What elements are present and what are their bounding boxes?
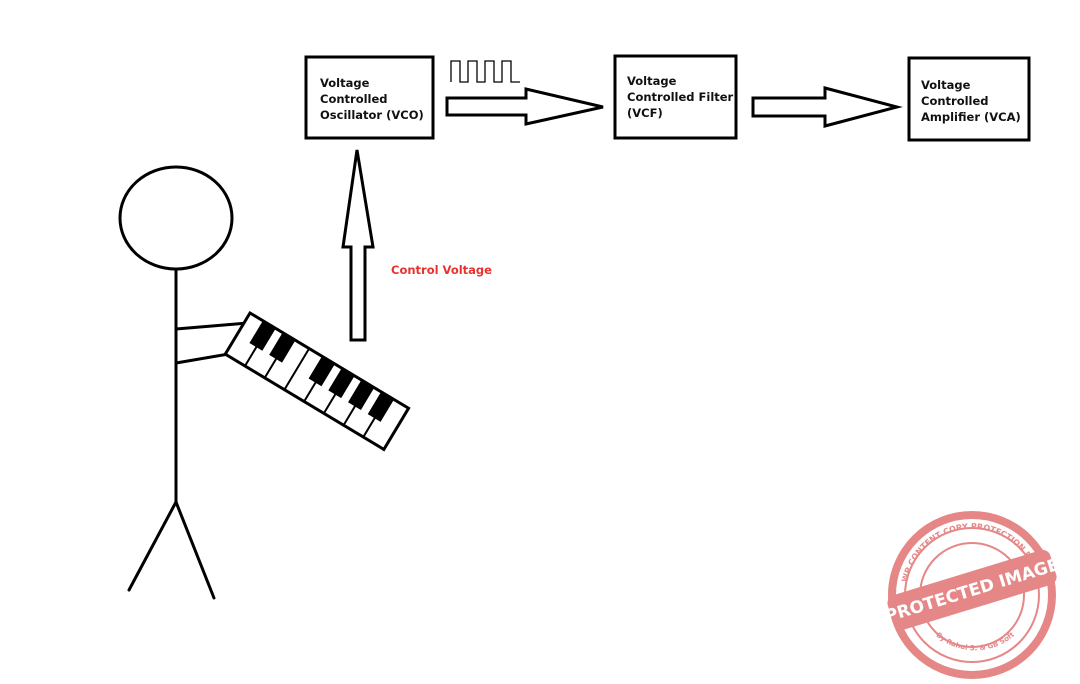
protected-image-watermark: WP CONTENT COPY PROTECTION PLUGIN By Rah… <box>883 511 1062 679</box>
vcf-label-line2: Controlled Filter <box>627 90 734 104</box>
control-voltage-label: Control Voltage <box>391 263 492 277</box>
vca-label-line3: Amplifier (VCA) <box>921 110 1021 124</box>
vcf-label: Voltage Controlled Filter (VCF) <box>627 73 733 121</box>
vca-label-line2: Controlled <box>921 94 989 108</box>
figure-head <box>118 165 234 271</box>
vcf-box <box>613 54 738 140</box>
watermark-bottom-text: By Rahul S. & GB Soft <box>934 630 1016 652</box>
keyboard <box>223 310 411 452</box>
vco-label: Voltage Controlled Oscillator (VCO) <box>320 75 424 123</box>
keyboard-black-keys <box>249 320 395 422</box>
vco-label-line3: Oscillator (VCO) <box>320 108 424 122</box>
vco-box <box>304 55 435 140</box>
vca-label: Voltage Controlled Amplifier (VCA) <box>921 77 1021 125</box>
arrow-control-voltage-up <box>341 149 375 342</box>
vco-label-line2: Controlled <box>320 92 388 106</box>
square-wave-icon <box>450 60 520 83</box>
figure-leg-right <box>174 500 216 600</box>
figure-leg-left <box>127 500 178 592</box>
figure-arm-upper <box>174 321 250 331</box>
vca-box <box>907 56 1031 142</box>
vcf-label-line1: Voltage <box>627 74 677 88</box>
arrow-vco-to-vcf <box>445 87 604 126</box>
stick-figure <box>118 165 260 600</box>
svg-text:By Rahul S. & GB Soft: By Rahul S. & GB Soft <box>934 630 1016 652</box>
vco-label-line1: Voltage <box>320 76 370 90</box>
vca-label-line1: Voltage <box>921 78 971 92</box>
vcf-label-line3: (VCF) <box>627 106 663 120</box>
arrow-vcf-to-vca <box>751 86 903 128</box>
